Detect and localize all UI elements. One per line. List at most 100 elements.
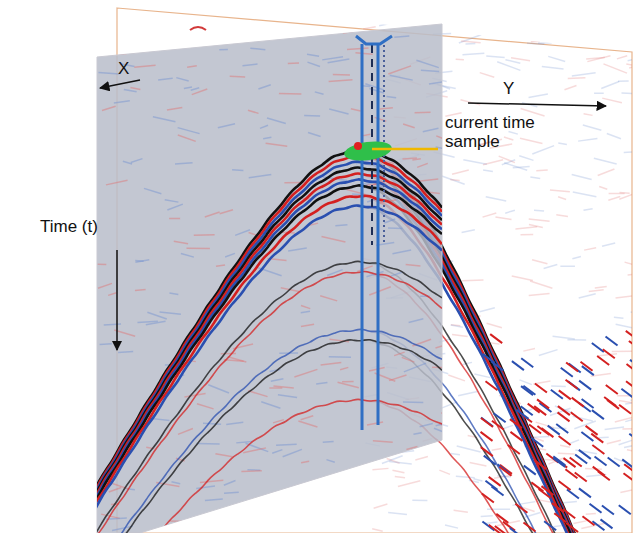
seismic-noise	[194, 234, 215, 236]
seismic-noise	[308, 132, 321, 136]
seismic-noise	[307, 54, 319, 56]
seismic-noise	[536, 169, 547, 171]
seismic-noise	[178, 429, 193, 435]
seismic-noise	[454, 510, 468, 512]
axis-label: X	[118, 60, 129, 79]
seismic-noise	[462, 230, 475, 233]
seismic-reflection	[523, 523, 535, 532]
seismic-noise	[392, 250, 411, 254]
seismic-noise	[486, 56, 504, 58]
seismic-noise	[607, 440, 621, 443]
seismic-noise	[187, 66, 197, 68]
seismic-noise	[480, 73, 495, 78]
seismic-noise	[429, 81, 448, 84]
seismic-noise	[530, 281, 552, 288]
seismic-noise	[584, 114, 593, 116]
seismic-noise	[564, 85, 576, 89]
seismic-noise	[614, 317, 623, 318]
seismic-reflection	[492, 421, 504, 430]
seismic-noise	[529, 224, 543, 227]
seismic-noise	[409, 319, 424, 323]
seismic-reflection	[486, 381, 498, 390]
seismic-noise	[485, 522, 497, 523]
seismic-noise	[109, 488, 121, 492]
seismic-noise	[153, 117, 176, 122]
seismic-noise	[589, 290, 604, 292]
seismic-noise	[413, 433, 421, 435]
seismic-noise	[534, 209, 544, 211]
seismic-noise	[452, 335, 468, 337]
seismic-reflection	[629, 434, 639, 443]
seismic-reflection	[566, 523, 578, 532]
seismic-noise	[330, 489, 342, 492]
seismic-noise	[597, 354, 617, 356]
seismic-noise	[205, 499, 223, 500]
seismic-noise	[288, 248, 307, 251]
seismic-noise	[628, 274, 638, 275]
seismic-noise	[135, 289, 146, 291]
seismic-reflection	[537, 426, 549, 435]
seismic-noise	[616, 295, 639, 298]
seismic-noise	[461, 100, 481, 105]
seismic-noise	[196, 486, 215, 489]
seismic-reflection	[510, 432, 522, 441]
seismic-noise	[497, 62, 520, 71]
seismic-noise	[502, 160, 515, 165]
seismic-noise	[558, 197, 566, 200]
seismic-noise	[219, 49, 228, 51]
seismic-reflection	[481, 418, 493, 427]
seismic-reflection	[499, 467, 511, 476]
seismic-reflection	[484, 456, 496, 465]
seismic-noise	[184, 87, 192, 88]
seismic-noise	[369, 287, 390, 295]
seismic-noise	[230, 75, 246, 77]
seismic-noise	[465, 43, 475, 45]
seismic-noise	[303, 29, 316, 34]
seismic-reflection	[480, 432, 492, 441]
seismic-reflection	[626, 381, 638, 390]
seismic-noise	[599, 436, 609, 438]
seismic-noise	[323, 492, 333, 494]
seismic-noise	[114, 101, 130, 103]
seismic-noise	[328, 483, 345, 489]
seismic-reflection	[570, 457, 582, 466]
seismic-noise	[473, 479, 482, 481]
seismic-noise	[313, 485, 322, 487]
seismic-noise	[307, 62, 319, 66]
seismic-reflection	[94, 168, 442, 498]
seismic-noise	[261, 402, 280, 409]
axis-label: Time (t)	[40, 218, 98, 237]
seismic-reflection	[608, 458, 620, 467]
seismic-noise	[523, 348, 535, 351]
seismic-noise	[572, 73, 596, 76]
seismic-noise	[161, 36, 183, 39]
seismic-noise	[624, 151, 633, 153]
seismic-noise	[333, 74, 350, 76]
seismic-noise	[108, 293, 116, 296]
seismic-noise	[529, 94, 548, 97]
seismic-reflection	[582, 366, 594, 375]
seismic-noise	[586, 513, 596, 515]
seismic-noise	[428, 504, 445, 509]
seismic-noise	[329, 356, 351, 358]
seismic-noise	[367, 422, 383, 425]
seismic-noise	[117, 53, 127, 55]
seismic-noise	[560, 266, 575, 268]
seismic-noise	[578, 138, 597, 141]
seismic-noise	[181, 253, 194, 257]
seismic-noise	[459, 35, 481, 43]
seismic-reflection	[94, 185, 442, 503]
seismic-noise	[144, 35, 167, 37]
seismic-reflection	[94, 206, 442, 512]
seismic-noise	[304, 115, 320, 117]
seismic-noise	[594, 92, 604, 94]
seismic-noise	[451, 454, 460, 455]
seismic-noise	[626, 64, 639, 67]
seismic-noise	[263, 137, 271, 139]
seismic-noise	[457, 446, 481, 452]
seismic-noise	[598, 169, 615, 175]
seismic-noise	[492, 448, 502, 450]
seismic-noise	[328, 59, 350, 63]
seismic-reflection	[553, 458, 565, 467]
